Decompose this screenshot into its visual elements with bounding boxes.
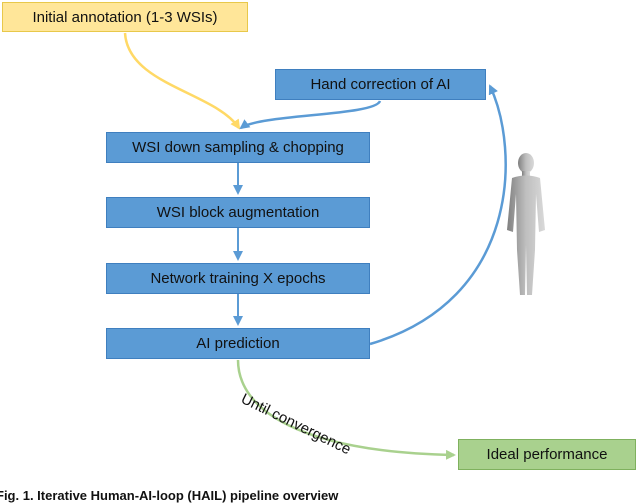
arrow-initial-to-down-sampling <box>123 32 241 130</box>
hand-correction-box: Hand correction of AI <box>275 69 486 100</box>
network-training-box: Network training X epochs <box>106 263 370 294</box>
until-convergence-label: Until convergence <box>238 390 353 458</box>
initial-annotation-label: Initial annotation (1-3 WSIs) <box>32 8 218 26</box>
figure-caption: Fig. 1. Iterative Human-AI-loop (HAIL) p… <box>0 488 339 503</box>
ai-prediction-label: AI prediction <box>196 335 280 352</box>
arrow-prediction-to-hand-correction <box>369 84 507 346</box>
ideal-performance-label: Ideal performance <box>486 446 608 463</box>
ai-prediction-box: AI prediction <box>106 328 370 359</box>
ideal-performance-box: Ideal performance <box>458 439 636 470</box>
down-sampling-label: WSI down sampling & chopping <box>132 139 344 156</box>
arrow-hand-correction-to-down-sampling <box>239 100 382 130</box>
initial-annotation-box: Initial annotation (1-3 WSIs) <box>2 2 248 32</box>
arrow-prediction-to-ideal-performance <box>236 359 456 460</box>
human-figure-icon <box>507 153 545 295</box>
block-augmentation-box: WSI block augmentation <box>106 197 370 228</box>
down-sampling-box: WSI down sampling & chopping <box>106 132 370 163</box>
hand-correction-label: Hand correction of AI <box>310 76 451 93</box>
network-training-label: Network training X epochs <box>150 270 326 287</box>
block-augmentation-label: WSI block augmentation <box>156 204 320 221</box>
